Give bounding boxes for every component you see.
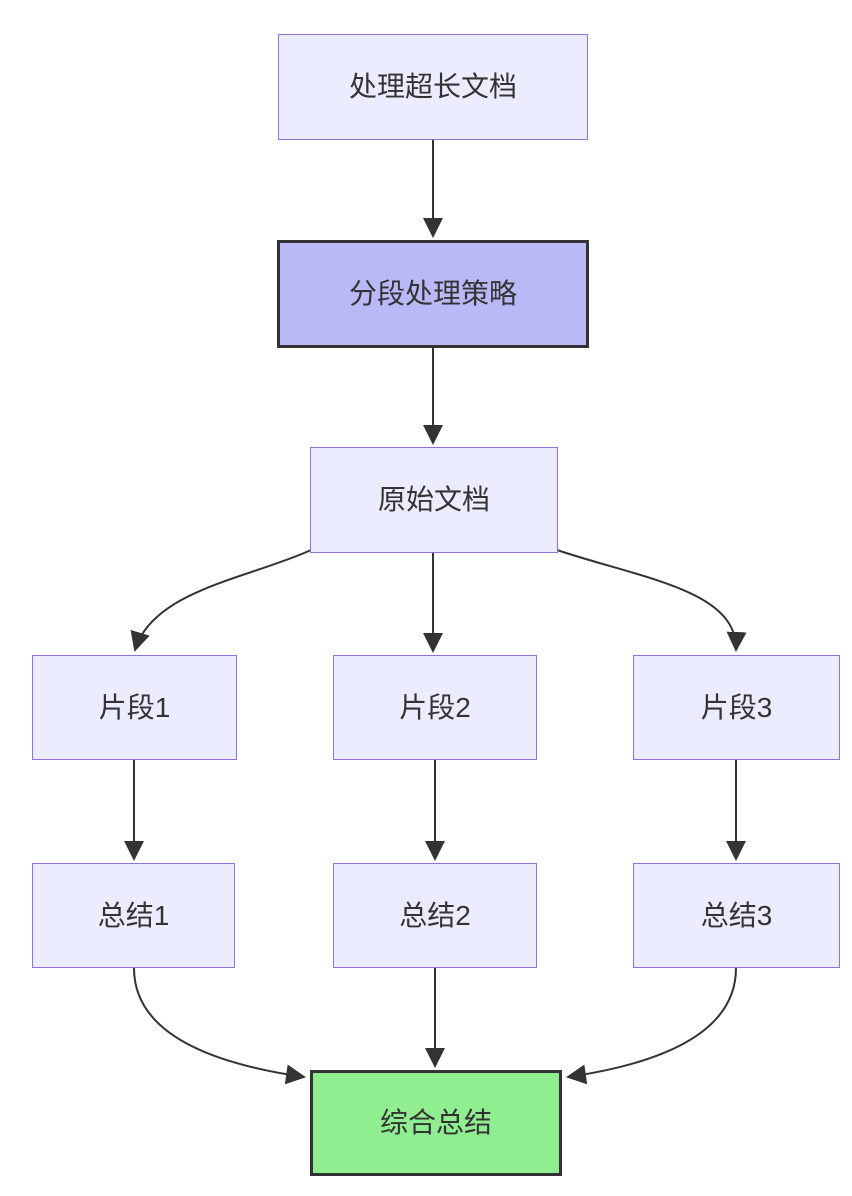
node-segment-3: 片段3 xyxy=(633,655,840,760)
node-label: 处理超长文档 xyxy=(348,71,517,103)
edge-C-D3 xyxy=(556,549,747,652)
edge-E1-F xyxy=(133,967,306,1085)
node-combined-summary: 综合总结 xyxy=(310,1070,562,1176)
node-label: 片段2 xyxy=(399,691,471,723)
node-label: 综合总结 xyxy=(379,1107,492,1139)
node-segment-1: 片段1 xyxy=(32,655,237,760)
node-label: 总结2 xyxy=(399,899,471,931)
node-summary-3: 总结3 xyxy=(633,863,840,968)
node-segmentation-strategy: 分段处理策略 xyxy=(277,240,589,348)
node-original-document: 原始文档 xyxy=(310,447,558,553)
edge-C-D1 xyxy=(130,549,312,652)
node-label: 总结1 xyxy=(97,899,170,931)
node-label: 片段3 xyxy=(700,691,773,723)
node-process-long-document: 处理超长文档 xyxy=(278,34,588,140)
node-summary-2: 总结2 xyxy=(333,863,537,968)
node-label: 分段处理策略 xyxy=(348,278,517,310)
node-label: 总结3 xyxy=(700,899,773,931)
edge-E3-F xyxy=(566,967,737,1085)
node-segment-2: 片段2 xyxy=(333,655,537,760)
node-label: 片段1 xyxy=(98,691,171,723)
node-label: 原始文档 xyxy=(377,484,490,516)
node-summary-1: 总结1 xyxy=(32,863,235,968)
